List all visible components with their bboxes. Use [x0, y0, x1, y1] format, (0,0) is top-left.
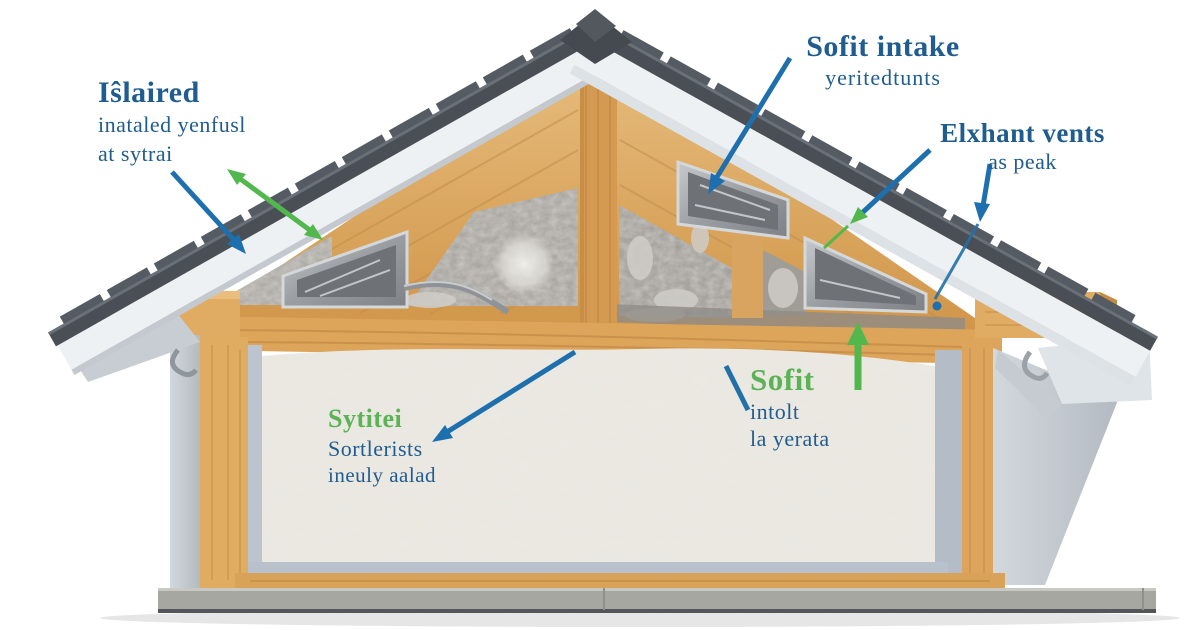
sill-strip [248, 562, 948, 574]
arrow-to-right-roof-peak [932, 163, 993, 311]
label-soffit-intake: Sofit intake yeritedtunts [788, 30, 978, 92]
wall-stud-left [200, 337, 248, 588]
label-soffit-intake-line2: yeritedtunts [825, 65, 941, 90]
arrow-to-center-vent [708, 56, 793, 194]
label-insulated-left-line3: at sytrai [98, 141, 173, 166]
label-attic-insulation-line2: Sortlerists [328, 436, 423, 461]
left-roof-slope [48, 19, 627, 375]
wall-sheathing-right [935, 350, 962, 578]
bottom-plate [235, 573, 1005, 590]
arrow-to-insulation-label [432, 349, 577, 442]
label-exhaust-vents-title: Elxhant vents [940, 118, 1105, 148]
foundation-slab [100, 588, 1180, 627]
label-soffit-inlet: Sofit intolt la yerata [750, 362, 830, 452]
arrow-along-left-roof [227, 169, 323, 240]
label-insulated-left-title: Iŝlaired [98, 76, 200, 109]
duct-pipe [403, 280, 510, 315]
label-attic-insulation-line3: ineuly aalad [328, 463, 437, 487]
label-soffit-inlet-title: Sofit [750, 362, 815, 397]
right-roof-slope [569, 24, 1158, 386]
wall-insulation [262, 348, 935, 564]
shingle-steps-right [618, 30, 1136, 325]
label-insulated-left-line2: inataled yenfusl [98, 112, 246, 137]
gable-stud [732, 233, 763, 318]
arrow-to-right-vent [822, 148, 932, 250]
wall-stud-right [962, 340, 995, 588]
insulation-white-patch [494, 234, 554, 294]
gutter-hook-right [1022, 350, 1050, 381]
gable-vent-left [281, 229, 409, 309]
label-attic-insulation-title: Sytitei [328, 404, 403, 433]
label-exhaust-vents-line2: as peak [988, 149, 1057, 174]
label-soffit-inlet-line3: la yerata [750, 426, 830, 451]
gable-vent-right [803, 235, 928, 314]
label-exhaust-vents: Elxhant vents as peak [930, 118, 1115, 175]
label-soffit-inlet-line2: intolt [750, 399, 800, 424]
label-insulated-left: Iŝlaired inataled yenfusl at sytrai [98, 76, 246, 168]
label-attic-insulation: Sytitei Sortlerists ineuly aalad [328, 403, 436, 488]
soffit-label-leader-line [723, 364, 751, 412]
wall-sheathing-left [248, 345, 262, 573]
shingle-steps-left [59, 28, 576, 327]
label-soffit-intake-title: Sofit intake [806, 30, 960, 63]
outer-wall-panel-right [993, 348, 1118, 585]
outer-wall-panel-left [170, 335, 200, 588]
arrow-up-from-wall [847, 322, 869, 390]
annotation-arrows [170, 56, 993, 442]
ridge-cap [560, 9, 632, 64]
arrow-to-left-roof [170, 170, 246, 254]
gutter-hook-left [170, 348, 198, 378]
